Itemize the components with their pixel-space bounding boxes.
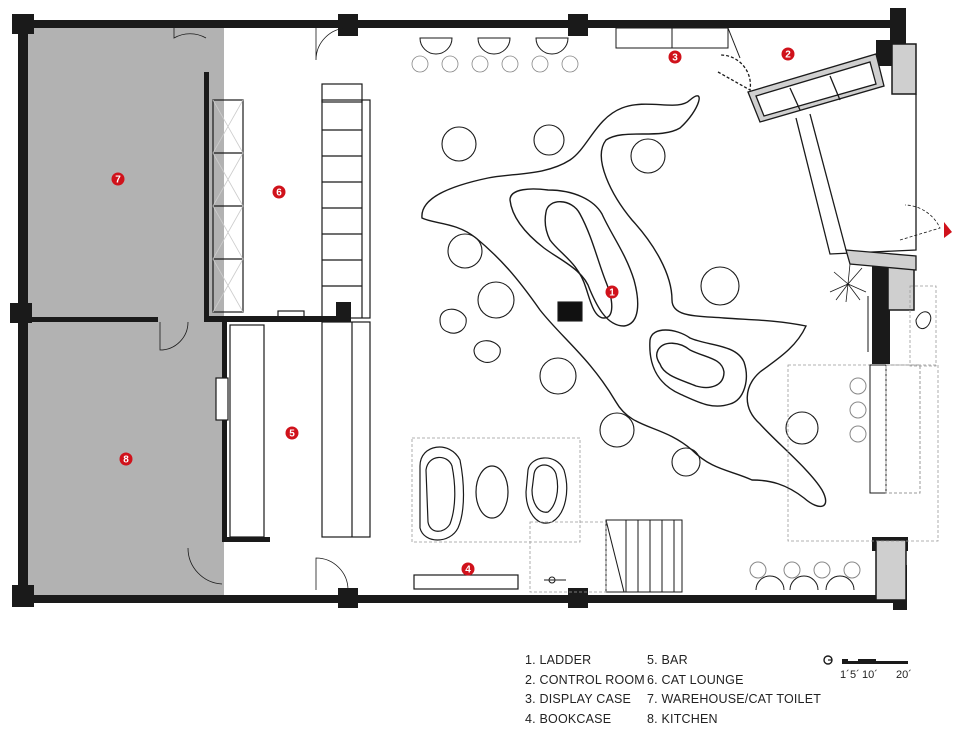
svg-text:4: 4 [465, 565, 471, 576]
marker-1: 1 [605, 285, 619, 299]
legend-item: 1. LADDER [525, 653, 592, 667]
svg-text:8: 8 [123, 455, 129, 466]
warehouse-kitchen-area [28, 27, 224, 595]
top-seating [411, 27, 741, 73]
scale-tick-10: 10´ [862, 669, 878, 681]
scale-tick-20: 20´ [896, 669, 912, 681]
lounge-seating [411, 437, 581, 543]
bookcase [413, 574, 519, 590]
interior-walls [28, 72, 351, 542]
cat-lounge-shelves [212, 83, 371, 319]
legend-column-right: 5. BAR 6. CAT LOUNGE 7. WAREHOUSE/CAT TO… [647, 651, 847, 729]
legend-item: 3. DISPLAY CASE [525, 692, 632, 706]
marker-7: 7 [111, 172, 125, 186]
control-room [717, 53, 917, 271]
floor-plan: 1 2 3 4 5 6 7 8 [10, 8, 952, 610]
marker-3: 3 [668, 50, 682, 64]
bar-counters [215, 310, 371, 538]
legend-item: 4. BOOKCASE [525, 711, 612, 726]
marker-5: 5 [285, 426, 299, 440]
ladder-black-block [557, 301, 583, 322]
marker-4: 4 [461, 562, 475, 576]
door-swings [159, 27, 941, 591]
legend-item: 6. CAT LOUNGE [647, 672, 744, 687]
entrance-arrow-icon [944, 222, 952, 238]
legend-item: 2. CONTROL ROOM [525, 672, 645, 687]
legend-item: 7. WAREHOUSE/CAT TOILET [647, 692, 822, 706]
svg-text:5: 5 [289, 429, 295, 440]
legend-column-left: 1. LADDER 2. CONTROL ROOM 3. DISPLAY CAS… [525, 651, 725, 729]
svg-text:7: 7 [115, 175, 121, 186]
marker-8: 8 [119, 452, 133, 466]
legend-item: 5. BAR [647, 653, 688, 667]
scale-bar [823, 655, 908, 665]
stairs [529, 519, 683, 593]
ladder-structure [421, 95, 827, 508]
circular-platforms [439, 124, 819, 477]
marker-6: 6 [272, 185, 286, 199]
svg-text:6: 6 [276, 188, 282, 199]
legend-item: 8. KITCHEN [647, 711, 718, 726]
marker-2: 2 [781, 47, 795, 61]
plant-icon [829, 263, 867, 303]
right-seating [749, 285, 939, 591]
scale-tick-5: 5´ [850, 669, 860, 681]
scale-tick-1: 1´ [840, 669, 850, 681]
svg-text:2: 2 [785, 50, 791, 61]
svg-text:3: 3 [672, 53, 678, 64]
svg-text:1: 1 [609, 288, 615, 299]
